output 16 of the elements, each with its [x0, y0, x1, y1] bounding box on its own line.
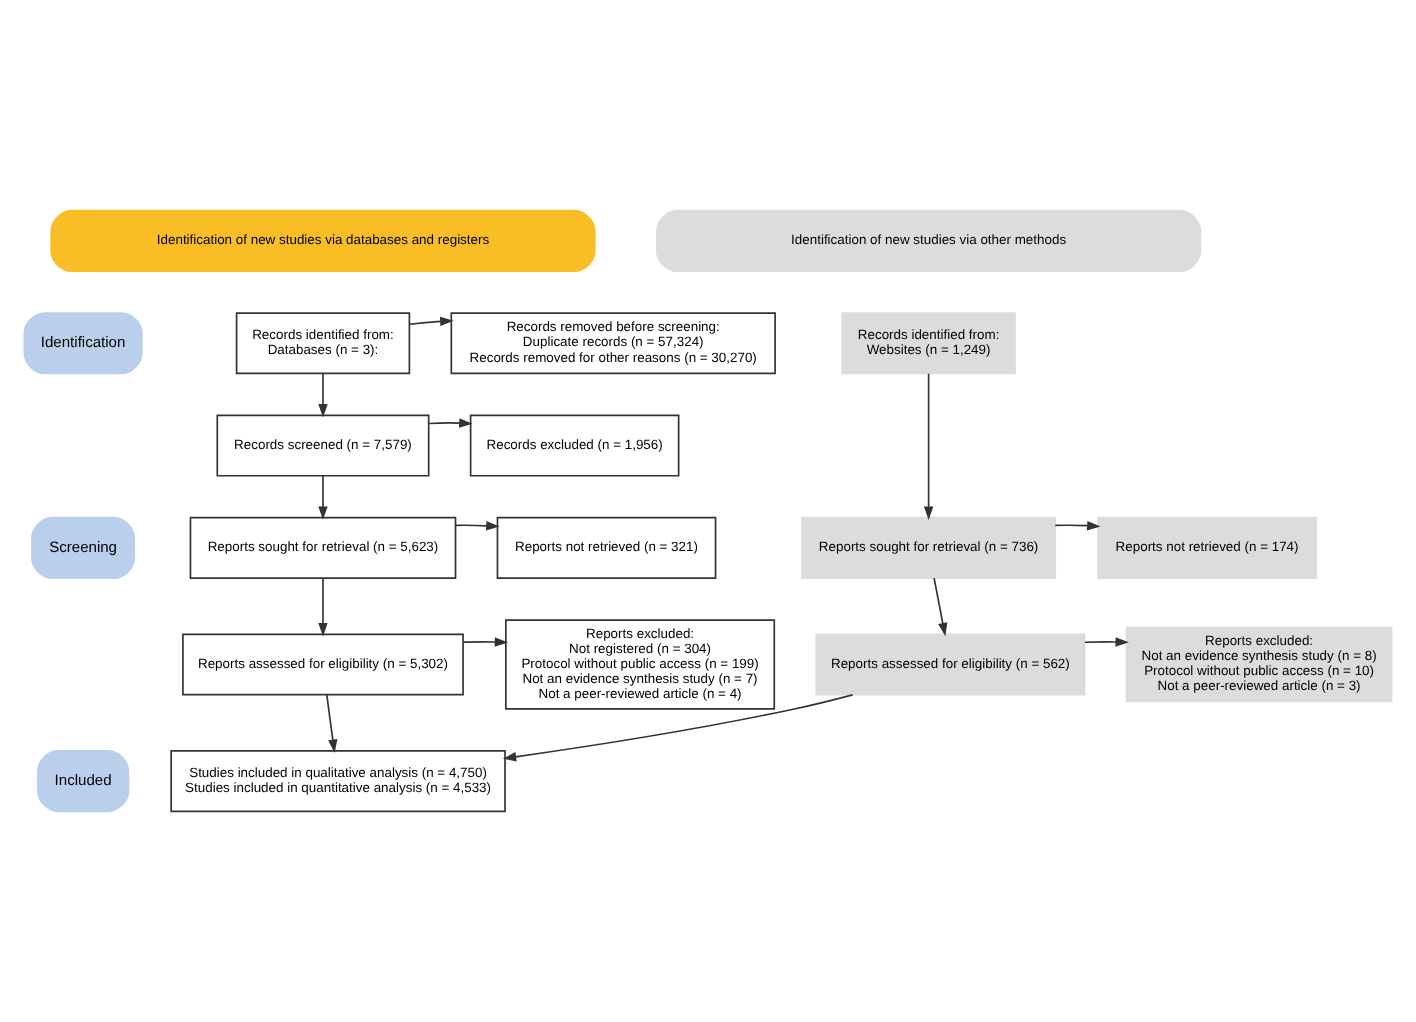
arrow [408, 316, 454, 327]
arrow [1054, 521, 1101, 531]
arrow [502, 694, 854, 762]
arrow [923, 372, 934, 520]
arrow [318, 372, 328, 418]
arrow [318, 475, 328, 520]
node-box: Screening [31, 516, 136, 579]
arrow [462, 637, 509, 647]
node-box: Included [36, 750, 130, 813]
arrow [428, 418, 473, 428]
arrow [933, 577, 948, 637]
arrow [455, 521, 500, 531]
arrow [325, 693, 338, 753]
arrow [1084, 637, 1129, 647]
node-box: Identification [23, 312, 143, 375]
arrow [318, 577, 328, 637]
